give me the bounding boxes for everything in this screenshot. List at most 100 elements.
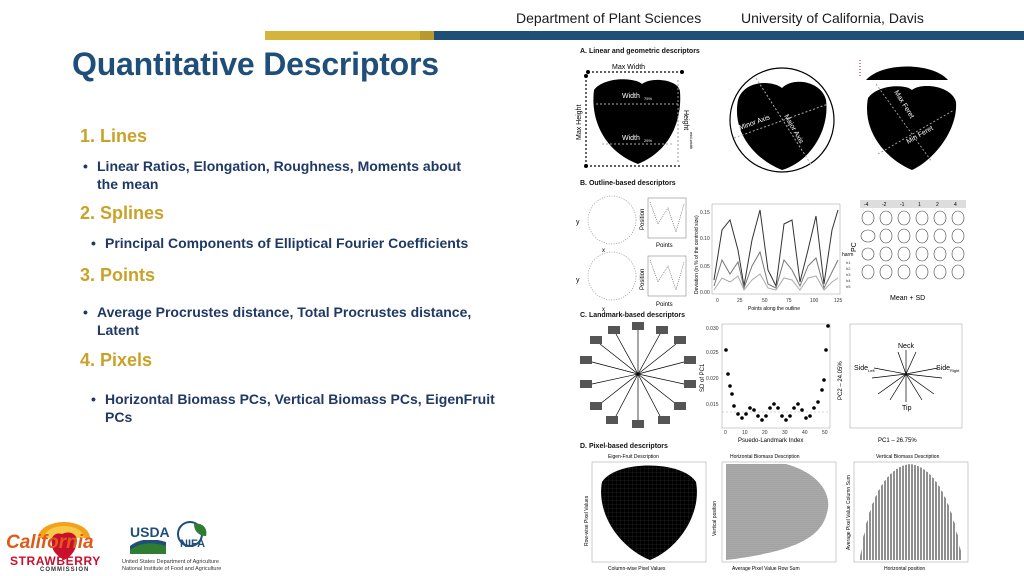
deviation-xtick: 75: [786, 298, 792, 304]
min-feret-line: [877, 109, 955, 155]
section-bullet-splines: • Principal Components of Elliptical Fou…: [91, 234, 525, 252]
panel-d-figure: Eigen-Fruit Description Row-wise Pixel V…: [584, 454, 969, 572]
bullet-dot: •: [83, 158, 88, 174]
sd-ytick: 0.030: [706, 326, 719, 332]
side-left-sub: Left: [868, 368, 876, 373]
deviation-xtick: 125: [834, 298, 843, 304]
fruit-silhouette: [593, 79, 681, 164]
panel-b-figure: y y x x Position Position Points Points …: [576, 195, 966, 312]
side-right-sub: Right: [950, 368, 960, 373]
hb-xlabel: Average Pixel Value Row Sum: [732, 566, 800, 572]
nifa-logo: NIFA: [172, 520, 212, 556]
strawberry-icon: [51, 532, 77, 560]
major-axis-line: [755, 77, 813, 167]
sd-ytick: 0.015: [706, 402, 719, 408]
header-bar: [265, 31, 1024, 40]
section-bullet-points: • Average Procrustes distance, Total Pro…: [83, 303, 517, 339]
nifa-leaf-icon: [177, 521, 207, 547]
usda-wordmark: USDA: [130, 524, 170, 540]
deviation-ytick: 0.15: [700, 210, 710, 216]
position-label: Position: [640, 209, 646, 230]
panel-a-figure: Max Width Max Height Width 75% Width 25%…: [576, 60, 957, 173]
university-name: University of California, Davis: [741, 10, 924, 26]
side-left-label: Side: [854, 365, 868, 372]
panel-c-figure: SD of PC1 0.030 0.025 0.020 0.015 0 10 2…: [580, 322, 963, 444]
sd-xtick: 50: [822, 430, 828, 436]
deviation-xtick: 25: [737, 298, 743, 304]
usda-logo: USDA: [130, 524, 170, 554]
deviation-xtick: 100: [810, 298, 819, 304]
usda-agency-line-2: National Institute of Food and Agricultu…: [122, 566, 222, 572]
header-bar-blue: [434, 31, 1024, 40]
neck-label: Neck: [898, 343, 914, 350]
california-strawberry-logo: California STRAWBERRY COMMISSION: [4, 516, 124, 574]
page-title: Quantitative Descriptors: [72, 46, 439, 82]
pc-top-tick: -2: [882, 202, 887, 208]
sd-ylabel: SD of PC1: [700, 363, 706, 392]
pc-top-tick: -1: [900, 202, 905, 208]
usda-agency-line-1: United States Department of Agriculture: [122, 559, 219, 565]
pca-arrows: [871, 350, 943, 402]
section-heading-lines: 1. Lines: [80, 126, 148, 146]
width75-sub: 75%: [644, 96, 652, 101]
fruit-silhouette: [867, 86, 957, 170]
height-mid-sub: mid-width: [689, 132, 694, 149]
bullet-line: Linear Ratios, Elongation, Roughness, Mo…: [97, 158, 462, 174]
bullet-line: Latent: [97, 322, 139, 338]
position-label: Position: [640, 269, 646, 290]
tip-label: Tip: [902, 405, 912, 412]
max-height-text: Max Height: [576, 105, 583, 140]
panel-c-label: C. Landmark-based descriptors: [580, 312, 686, 319]
vb-xlabel: Horizontal position: [884, 566, 925, 572]
panel-a-label: A. Linear and geometric descriptors: [580, 48, 700, 55]
outline-y-label: y: [576, 219, 580, 226]
outline-x-label: x: [602, 307, 605, 312]
deviation-ytick: 0.10: [700, 236, 710, 242]
panel-d-label: D. Pixel-based descriptors: [580, 443, 668, 450]
commission-wordmark: COMMISSION: [40, 567, 90, 573]
hb-title: Horizontal Biomass Description: [730, 454, 800, 460]
bullet-line: Principal Components of Elliptical Fouri…: [105, 235, 469, 251]
harm-item: h5: [846, 284, 851, 289]
sd-ytick: 0.020: [706, 376, 719, 382]
section-bullet-lines: • Linear Ratios, Elongation, Roughness, …: [83, 157, 517, 193]
deviation-series: [713, 250, 839, 290]
harm-title: harm: [842, 252, 853, 258]
pc-top-tick: 4: [954, 202, 957, 208]
eigen-fruit: [601, 465, 697, 560]
section-bullet-pixels: • Horizontal Biomass PCs, Vertical Bioma…: [91, 390, 525, 426]
pc-top-tick: 1: [918, 202, 921, 208]
bullet-dot: •: [91, 235, 96, 251]
deviation-xlabel: Points along the outline: [748, 306, 800, 312]
panel-b-label: B. Outline-based descriptors: [580, 180, 676, 187]
sd-xlabel: Psuedo-Landmark Index: [738, 438, 803, 444]
width75-text: Width: [622, 93, 640, 100]
california-wordmark: California: [6, 532, 94, 553]
bullet-line: Average Procrustes distance, Total Procr…: [97, 304, 472, 320]
max-width-text: Max Width: [612, 64, 645, 71]
bullet-dot: •: [83, 304, 88, 320]
sd-points: [724, 324, 830, 422]
deviation-ytick: 0.00: [700, 290, 710, 296]
deviation-xtick: 50: [762, 298, 768, 304]
vb-ylabel: Average Pixel Value Column Sum: [846, 475, 852, 550]
sd-xtick: 10: [742, 430, 748, 436]
sd-xtick: 0: [724, 430, 727, 436]
vb-title: Vertical Biomass Description: [876, 454, 940, 460]
sun-icon: [38, 522, 90, 560]
horizontal-biomass-shape: [726, 464, 829, 560]
section-heading-splines: 2. Splines: [80, 203, 165, 223]
outline-y-label: y: [576, 277, 580, 284]
height-mid-text: Height: [682, 110, 689, 130]
sd-xtick: 30: [782, 430, 788, 436]
bullet-line: Horizontal Biomass PCs, Vertical Biomass…: [105, 391, 495, 407]
bullet-line: the mean: [97, 176, 159, 192]
deviation-ylabel: Deviation (in % of the centroid size): [694, 215, 700, 294]
nifa-wordmark: NIFA: [180, 538, 206, 550]
harm-item: h3: [846, 272, 851, 277]
department-name: Department of Plant Sciences: [516, 10, 702, 26]
hb-ylabel: Vertical position: [712, 501, 718, 536]
pc-top-tick: 2: [936, 202, 939, 208]
fruit-silhouette: [866, 66, 948, 80]
pc-top-tick: -4: [864, 202, 869, 208]
